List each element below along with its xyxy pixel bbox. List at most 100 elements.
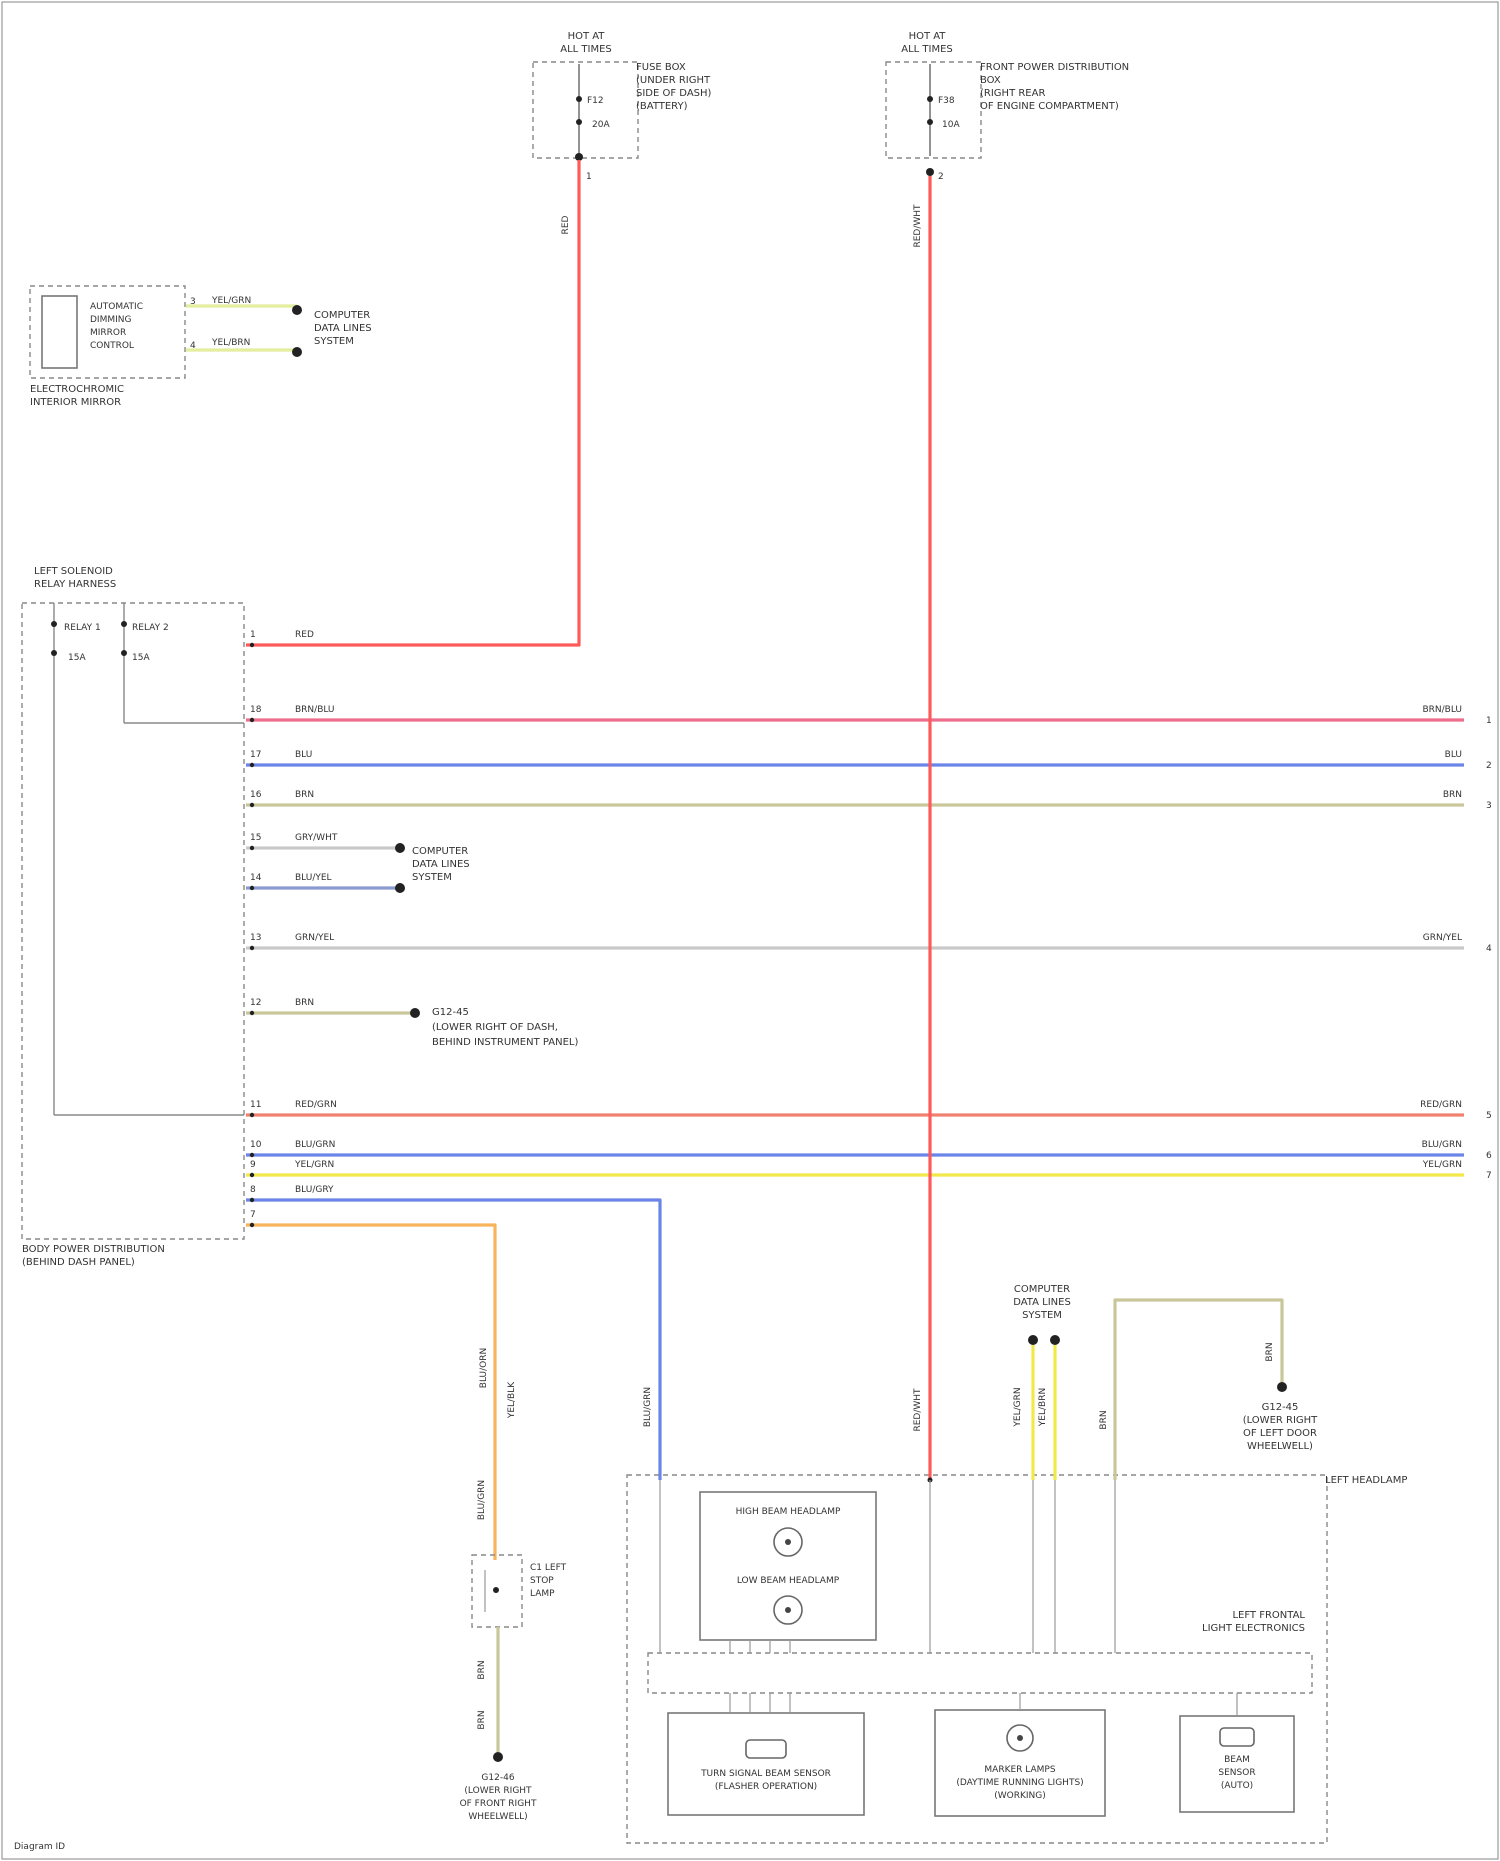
- bus-pin: 17: [250, 750, 261, 760]
- module-caption-2: (BEHIND DASH PANEL): [22, 1257, 135, 1268]
- fuse-right-pin: 2: [938, 172, 944, 182]
- connector-line-3: LAMP: [530, 1589, 555, 1599]
- bus-end-pin: 5: [1486, 1111, 1492, 1121]
- turn-sensor-icon: [746, 1740, 786, 1758]
- interior-mirror: AUTOMATIC DIMMING MIRROR CONTROL ELECTRO…: [30, 286, 372, 408]
- bus-pin: 11: [250, 1100, 261, 1110]
- colored-wires: [186, 176, 1282, 1752]
- fuse-right-label-2: BOX: [980, 75, 1001, 86]
- fuse-left-fuse-rating: 20A: [592, 120, 610, 130]
- bus-end-pin: 7: [1486, 1171, 1492, 1181]
- data-lines-right-3: SYSTEM: [1022, 1310, 1062, 1321]
- fuse-left-label-1: FUSE BOX: [636, 62, 686, 73]
- bus-wire-row: 9YEL/GRNYEL/GRN7: [246, 1160, 1492, 1181]
- mirror-dest-3: SYSTEM: [314, 336, 354, 347]
- mirror-dest-2: DATA LINES: [314, 323, 372, 334]
- headlamp-box1-1: TURN SIGNAL BEAM SENSOR: [700, 1769, 831, 1779]
- data-lines-right-2: DATA LINES: [1013, 1297, 1071, 1308]
- ground-bottom-4: WHEELWELL): [468, 1812, 527, 1822]
- vlabel-red: RED/WHT: [913, 1388, 923, 1432]
- mirror-dest-dot-1: [292, 305, 302, 315]
- vlabel-yel-1: YEL/GRN: [1013, 1387, 1023, 1427]
- wire-blue-headlamp: [246, 1200, 660, 1480]
- bus-wire-row: 18BRN/BLUBRN/BLU1: [246, 705, 1492, 726]
- bus-label: BLU/GRN: [295, 1140, 335, 1150]
- fuse-right-title-2: ALL TIMES: [901, 44, 953, 55]
- connector-line-2: STOP: [530, 1576, 554, 1586]
- bus-label: BLU/YEL: [295, 873, 332, 883]
- bus-label: BLU/GRY: [295, 1185, 334, 1195]
- fuse-right-label-1: FRONT POWER DISTRIBUTION: [980, 62, 1129, 73]
- pin-dot: [250, 803, 254, 807]
- headlamp-box1-2: (FLASHER OPERATION): [715, 1782, 817, 1792]
- headlamp-module-1: LEFT FRONTAL: [1232, 1610, 1305, 1621]
- headlamp-title: LEFT HEADLAMP: [1325, 1475, 1407, 1486]
- module-sw1-val: 15A: [68, 653, 86, 663]
- bus-label: RED: [295, 630, 314, 640]
- mirror-dest-1: COMPUTER: [314, 310, 370, 321]
- fuse-left-label-4: (BATTERY): [636, 101, 688, 112]
- fuse-right-label-4: OF ENGINE COMPARTMENT): [980, 101, 1119, 112]
- pin-dot: [250, 718, 254, 722]
- headlamp-box3-1: BEAM: [1224, 1755, 1250, 1765]
- mirror-caption-1: ELECTROCHROMIC: [30, 384, 124, 395]
- data-lines-mid-3: SYSTEM: [412, 872, 452, 883]
- vlabel-yel-2: YEL/BRN: [1038, 1388, 1048, 1427]
- ground-mid-2: (LOWER RIGHT OF DASH,: [432, 1022, 558, 1033]
- fuse-left-label-3: SIDE OF DASH): [636, 88, 712, 99]
- pin-dot: [250, 886, 254, 890]
- bus-wire-row: 10BLU/GRNBLU/GRN6: [246, 1140, 1492, 1161]
- fuse-box-right: HOT AT ALL TIMES F38 10A FRONT POWER DIS…: [886, 31, 1129, 248]
- connector-low-2: BRN: [477, 1710, 487, 1729]
- bus-end-label: BLU: [1445, 750, 1462, 760]
- bus-end-pin: 4: [1486, 944, 1492, 954]
- fuse-left-title-2: ALL TIMES: [560, 44, 612, 55]
- bus-wire-row: 15GRY/WHT: [246, 833, 405, 853]
- pin-dot: [250, 1173, 254, 1177]
- bus-end-label: YEL/GRN: [1422, 1160, 1462, 1170]
- bus-pin: 15: [250, 833, 261, 843]
- fuse-right-fuse-name: F38: [938, 96, 955, 106]
- bus-pin: 8: [250, 1185, 256, 1195]
- stop-lamp-connector: C1 LEFT STOP LAMP BLU/ORN YEL/BLK BLU/GR…: [472, 1348, 567, 1762]
- bus-label: BLU: [295, 750, 312, 760]
- headlamp-module-2: LIGHT ELECTRONICS: [1202, 1623, 1305, 1634]
- ground-bottom-2: (LOWER RIGHT: [464, 1786, 532, 1796]
- ground-right-1: G12-45: [1262, 1402, 1299, 1413]
- bus-end-pin: 3: [1486, 801, 1492, 811]
- headlamp-box3-2: SENSOR: [1218, 1768, 1255, 1778]
- bus-label: GRN/YEL: [295, 933, 334, 943]
- module-sw1-label: RELAY 1: [64, 623, 101, 633]
- beam-sensor-icon: [1220, 1728, 1254, 1746]
- headlamp-control-strip: [648, 1653, 1312, 1693]
- high-beam-label: HIGH BEAM HEADLAMP: [736, 1507, 841, 1517]
- bus-end-label: RED/GRN: [1420, 1100, 1462, 1110]
- mirror-caption-2: INTERIOR MIRROR: [30, 397, 121, 408]
- data-lines-mid: COMPUTER DATA LINES SYSTEM: [412, 846, 470, 883]
- pin-dot: [250, 763, 254, 767]
- module-sw2-label: RELAY 2: [132, 623, 169, 633]
- module-top-2: RELAY HARNESS: [34, 579, 116, 590]
- stub-dot: [395, 843, 405, 853]
- pin-dot: [250, 1223, 254, 1227]
- connector-low-1: BRN: [477, 1660, 487, 1679]
- bus-wire-row: 7: [246, 1210, 495, 1560]
- mirror-inner-1: AUTOMATIC: [90, 302, 143, 312]
- bus-pin: 14: [250, 873, 262, 883]
- connector-top-label-2: YEL/BLK: [507, 1381, 517, 1419]
- bus-pin: 12: [250, 998, 261, 1008]
- mirror-inner-3: MIRROR: [90, 328, 126, 338]
- pin-dot: [250, 643, 254, 647]
- mirror-wire-2: YEL/BRN: [211, 338, 250, 348]
- module-sw2-val: 15A: [132, 653, 150, 663]
- fuse-right-fuse-rating: 10A: [942, 120, 960, 130]
- data-lines-mid-1: COMPUTER: [412, 846, 468, 857]
- bus-label: BRN/BLU: [295, 705, 335, 715]
- pin-dot: [250, 846, 254, 850]
- connector-top-label: BLU/ORN: [479, 1348, 489, 1388]
- connector-lower-label: BLU/GRN: [477, 1480, 487, 1520]
